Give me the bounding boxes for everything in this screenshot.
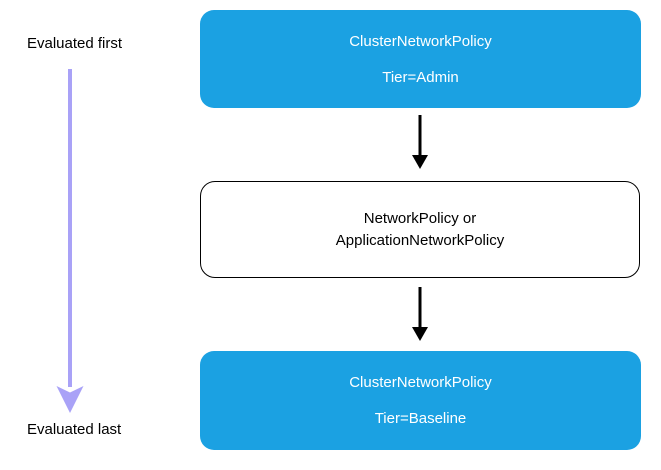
node-clusternetworkpolicy-baseline: ClusterNetworkPolicy Tier=Baseline bbox=[200, 351, 641, 450]
node-networkpolicy-or-applicationnetworkpolicy: NetworkPolicy or ApplicationNetworkPolic… bbox=[200, 181, 640, 278]
node-title: ClusterNetworkPolicy bbox=[349, 32, 492, 50]
flow-arrowhead-icon bbox=[412, 327, 428, 341]
evaluated-last-label: Evaluated last bbox=[27, 421, 122, 438]
flow-arrow-top-to-middle bbox=[412, 115, 428, 169]
evaluation-order-arrow bbox=[56, 69, 84, 413]
node-clusternetworkpolicy-admin: ClusterNetworkPolicy Tier=Admin bbox=[200, 10, 641, 108]
node-tier-label: Tier=Baseline bbox=[374, 410, 467, 427]
node-title-line-1: NetworkPolicy or bbox=[363, 209, 477, 227]
node-title: ClusterNetworkPolicy bbox=[349, 374, 492, 391]
evaluated-first-label: Evaluated first bbox=[27, 35, 123, 52]
node-tier-label: Tier=Admin bbox=[382, 68, 459, 86]
flow-arrowhead-icon bbox=[412, 155, 428, 169]
node-title-line-2: ApplicationNetworkPolicy bbox=[335, 231, 505, 249]
flow-arrow-middle-to-bottom bbox=[412, 287, 428, 341]
evaluation-order-arrowhead-icon bbox=[56, 386, 84, 413]
